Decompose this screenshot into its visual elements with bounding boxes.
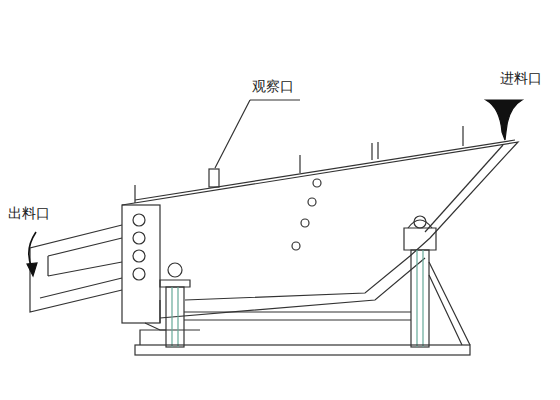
hole	[133, 250, 145, 262]
observation-port-label: 观察口	[252, 78, 294, 95]
discharge-arrow	[29, 232, 36, 268]
hole	[308, 198, 316, 206]
hole	[133, 214, 145, 226]
observation-port	[209, 169, 219, 187]
bottom-deck	[160, 258, 425, 323]
end-wall	[425, 145, 503, 232]
feed-funnel	[486, 100, 522, 140]
left-support	[160, 263, 190, 347]
top-rim	[135, 140, 515, 200]
hole	[313, 179, 321, 187]
hole	[133, 268, 145, 280]
hole	[292, 242, 300, 250]
chute-plates	[40, 238, 122, 298]
base-frame	[135, 345, 470, 355]
hole	[301, 219, 309, 227]
screen-body	[122, 142, 518, 300]
frame-braces	[140, 262, 470, 345]
feed-inlet-label: 进料口	[500, 70, 542, 87]
discharge-end-box	[122, 205, 160, 323]
leader-line	[215, 100, 300, 168]
discharge-arrowhead	[27, 263, 37, 276]
observation-port	[135, 126, 463, 203]
right-support	[404, 216, 436, 347]
hole	[133, 232, 145, 244]
discharge-chute	[30, 225, 122, 312]
discharge-outlet-label: 出料口	[8, 205, 50, 222]
